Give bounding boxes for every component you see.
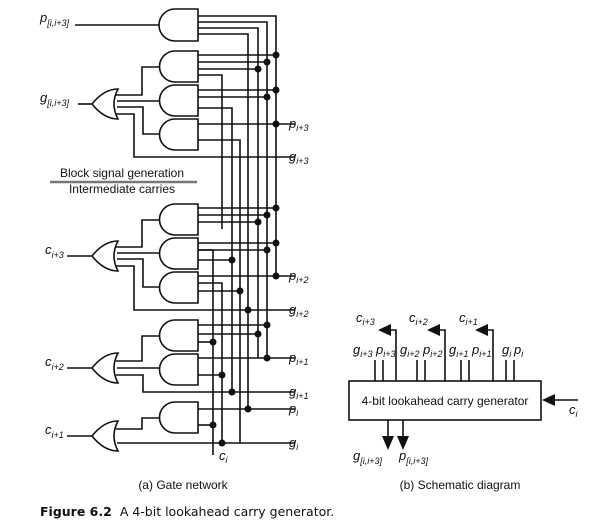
label-in-g-i3: gi+3: [353, 342, 373, 359]
junction-dot: [263, 58, 271, 66]
label-c-i2: ci+2: [45, 354, 64, 372]
label-c-i: ci: [219, 448, 229, 465]
and-gate-g-2: [158, 84, 199, 117]
junction-dot: [244, 306, 252, 314]
bus-wire-g-i-tap: [198, 282, 223, 443]
wire: [116, 265, 295, 311]
or-gate-c-i2: [90, 352, 120, 384]
lookahead-block: [348, 380, 542, 421]
label-c-i1: ci+1: [45, 422, 64, 440]
figure-caption: Figure 6.2 A 4-bit lookahead carry genera…: [40, 504, 334, 519]
junction-dot: [263, 246, 271, 254]
section-label-carries: Intermediate carries: [69, 182, 175, 196]
junction-dot: [272, 86, 280, 94]
junction-dot: [272, 51, 280, 59]
junction-dot: [209, 338, 217, 346]
arrow-g-block-head: [382, 436, 394, 450]
junction-dot: [228, 256, 236, 264]
junction-dot: [263, 93, 271, 101]
label-p-i1: pi+1: [288, 350, 309, 367]
or-gate-c-i3: [90, 240, 120, 272]
label-g-block: g[i,i+3]: [40, 90, 69, 108]
caption-schematic: (b) Schematic diagram: [400, 478, 521, 492]
wire: [116, 219, 160, 248]
label-in-p-i1: pi+1: [471, 342, 492, 359]
carry-i2-gates: [67, 276, 295, 396]
wire: [116, 335, 160, 362]
and-gate-c-i2-2: [158, 353, 199, 386]
arrow-c-i-head: [542, 394, 555, 406]
signal-bus: [198, 15, 277, 455]
label-c-i3: ci+3: [45, 242, 64, 260]
gate-network: Block signal generation Intermediate car…: [39, 8, 309, 492]
section-label-block: Block signal generation: [60, 166, 184, 180]
label-out-g-block: g[i,i+3]: [353, 448, 382, 466]
and-gate-c-i1-1: [158, 401, 199, 434]
and-gate-c-i3-1: [158, 203, 199, 236]
label-out-c-i1: ci+1: [459, 310, 478, 327]
label-p-block: p[i,i+3]: [39, 10, 69, 28]
junction-dot: [244, 405, 252, 413]
label-g-i: gi: [289, 435, 299, 452]
arrow-p-block-head: [397, 436, 409, 450]
and-gate-g-3: [158, 118, 199, 151]
and-gate-c-i3-2: [158, 237, 199, 270]
and-gate-c-i3-3: [158, 271, 199, 304]
junction-dot: [254, 218, 262, 226]
junction-dot: [254, 330, 262, 338]
block-label: 4-bit lookahead carry generator: [362, 394, 529, 408]
arrow-c-i2-head: [427, 324, 440, 336]
figure-number: Figure 6.2: [40, 504, 112, 519]
junction-dot: [236, 287, 244, 295]
bus-wire-p-i1: [198, 27, 259, 358]
label-out-c-i2: ci+2: [409, 310, 428, 327]
arrow-c-i3-head: [378, 324, 391, 336]
schematic-diagram: 4-bit lookahead carry generator ci+3 ci+…: [348, 310, 579, 492]
wire: [116, 374, 295, 393]
label-in-g-i1: gi+1: [449, 342, 469, 359]
wire: [116, 417, 160, 430]
bus-wire-g-i: [198, 139, 241, 443]
carry-i3-gates: [67, 124, 295, 314]
or-gate-c-i1: [90, 420, 120, 452]
label-in-p-i2: pi+2: [422, 342, 443, 359]
and-gate-c-i2-1: [158, 319, 199, 352]
bus-wire-p-i: [198, 33, 249, 409]
wire-or-in-1: [116, 66, 160, 96]
label-in-c-i: ci: [569, 402, 579, 419]
bus-wire-p-i2: [198, 21, 268, 276]
bus-wire-g-i1: [198, 107, 233, 392]
junction-dot: [263, 211, 271, 219]
junction-dot: [218, 371, 226, 379]
label-g-i2: gi+2: [289, 302, 309, 319]
bus-wire-g-i2: [198, 74, 223, 229]
label-in-g-i2: gi+2: [400, 342, 420, 359]
label-out-c-i3: ci+3: [356, 310, 375, 327]
wire: [117, 258, 160, 288]
wire-or-in-3: [117, 106, 160, 135]
and-gate-g-1: [158, 50, 199, 83]
label-in-p-i3: pi+3: [375, 342, 396, 359]
block-signal-gates: [75, 8, 295, 158]
junction-dot: [254, 65, 262, 73]
label-g-i1: gi+1: [289, 384, 309, 401]
wire-or-in-4: [116, 113, 295, 158]
carry-i1-gates: [67, 401, 295, 452]
arrow-c-i1-head: [475, 324, 488, 336]
label-g-i3: gi+3: [289, 149, 309, 166]
label-out-p-block: p[i,i+3]: [398, 448, 428, 466]
figure-title: A 4-bit lookahead carry generator.: [120, 504, 334, 519]
junction-dot: [228, 388, 236, 396]
junction-dot: [209, 421, 217, 429]
junction-dot: [218, 439, 226, 447]
or-gate-g-block: [90, 88, 120, 120]
and-gate-p-block: [158, 8, 199, 42]
label-p-i2: pi+2: [288, 268, 309, 285]
label-in-p-i: pi: [513, 342, 524, 359]
label-p-i: pi: [288, 401, 299, 418]
label-in-g-i: gi: [502, 342, 512, 359]
caption-gate-network: (a) Gate network: [138, 478, 228, 492]
label-p-i3: pi+3: [288, 116, 309, 133]
